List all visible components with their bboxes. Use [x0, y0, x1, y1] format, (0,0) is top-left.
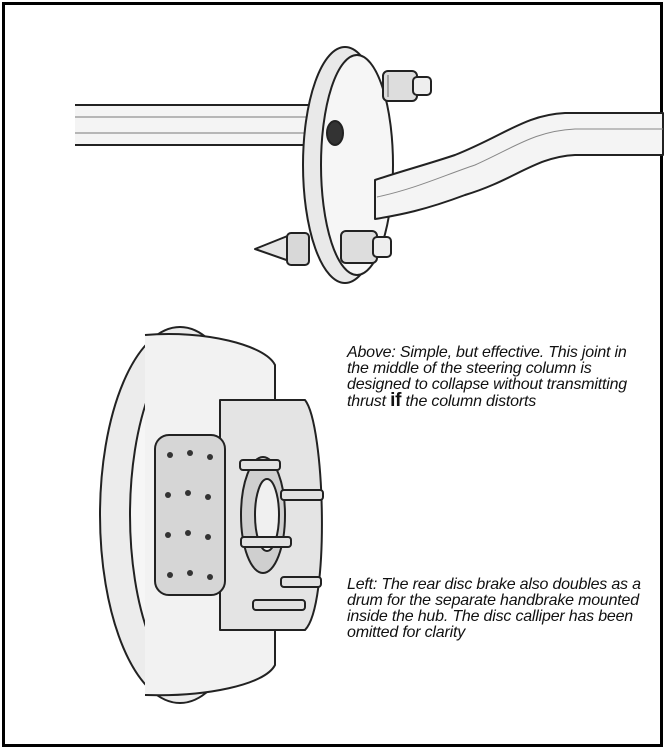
caption-bottom-text: Left: The rear disc brake also doubles a…	[347, 576, 641, 641]
caption-top-tail: the column distorts	[405, 393, 537, 410]
caption-steering-joint: Above: Simple, but effective. This joint…	[347, 344, 652, 411]
article-frame: Above: Simple, but effective. This joint…	[2, 2, 664, 747]
caption-disc-brake: Left: The rear disc brake also doubles a…	[347, 577, 652, 641]
caption-top-body: This joint in the middle of the steering…	[347, 344, 627, 410]
caption-top-lead: Above: Simple, but effective.	[347, 344, 544, 361]
steering-column-joint-illustration	[75, 46, 664, 284]
caption-top-emphasis: if	[390, 390, 402, 411]
